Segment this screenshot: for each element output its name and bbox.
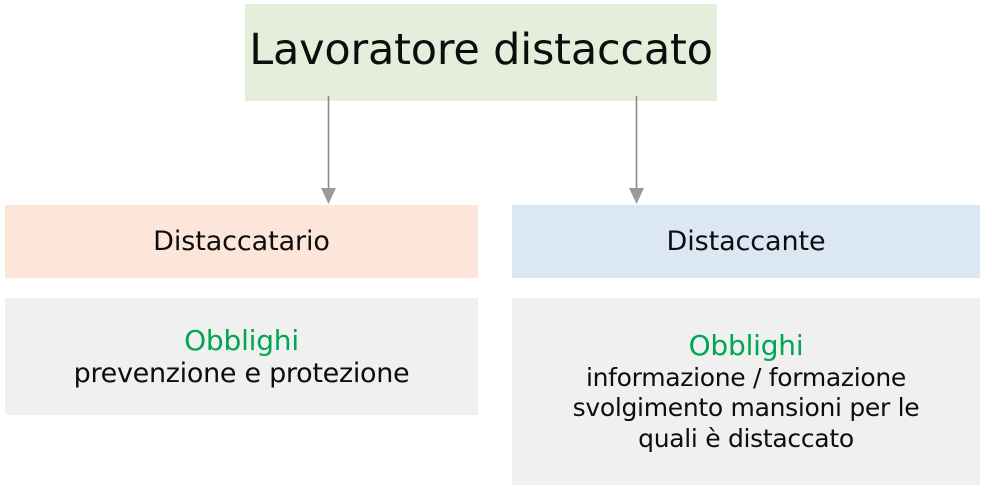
node-distaccatario-label: Distaccatario [153, 225, 330, 257]
distaccante-obblighi-line: informazione / formazione [585, 362, 906, 392]
node-lavoratore-distaccato[interactable]: Lavoratore distaccato [245, 4, 717, 101]
node-distaccante[interactable]: Distaccante [512, 205, 980, 278]
node-root-label: Lavoratore distaccato [249, 25, 713, 76]
connector-root-to-distaccatario [300, 96, 360, 208]
distaccatario-obblighi-body: prevenzione e protezione [64, 358, 420, 389]
distaccante-obblighi-body: informazione / formazione svolgimento ma… [563, 363, 930, 455]
distaccatario-obblighi-line: prevenzione e protezione [73, 357, 410, 389]
node-distaccatario-obblighi[interactable]: Obblighi prevenzione e protezione [5, 298, 478, 415]
distaccante-obblighi-line: svolgimento mansioni per le [572, 393, 920, 423]
distaccante-obblighi-line: quali è distaccato [638, 423, 854, 453]
node-distaccante-label: Distaccante [666, 225, 826, 257]
distaccante-obblighi-heading: Obblighi [688, 328, 804, 362]
node-distaccatario[interactable]: Distaccatario [5, 205, 478, 278]
node-distaccante-obblighi[interactable]: Obblighi informazione / formazione svolg… [512, 298, 980, 485]
distaccatario-obblighi-heading: Obblighi [184, 323, 299, 357]
connector-root-to-distaccante [608, 96, 668, 208]
